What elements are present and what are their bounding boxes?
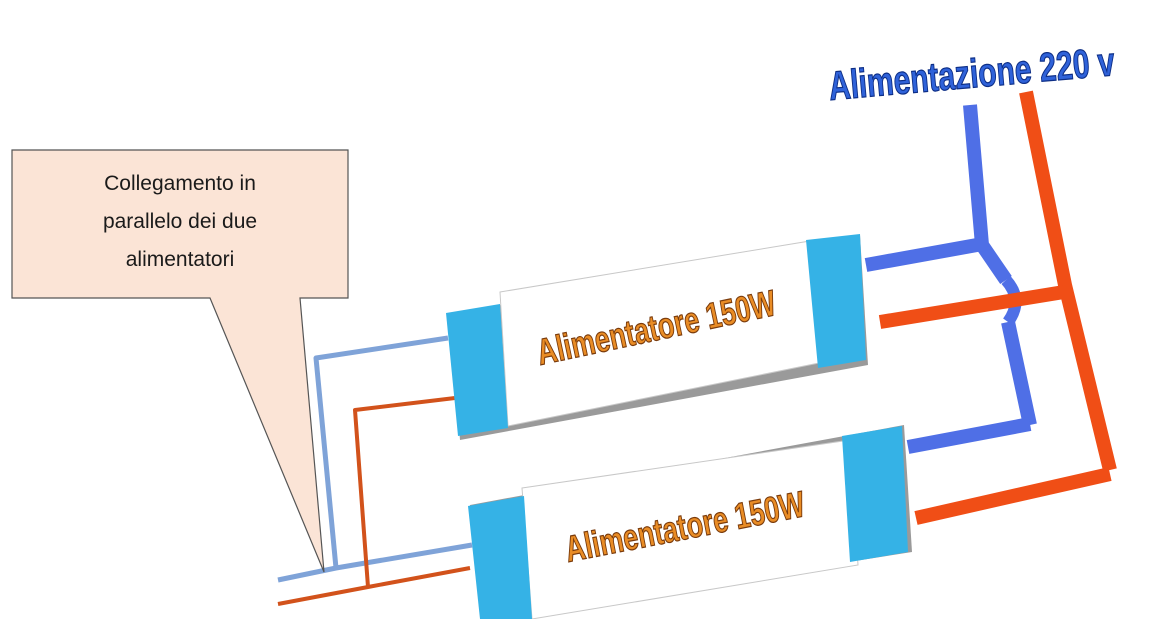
input-wires xyxy=(277,335,473,606)
phase-main-wire xyxy=(1019,90,1117,472)
supply-2-right-cap xyxy=(842,426,908,562)
input-red-wire xyxy=(277,396,471,606)
supply-1-output-wires xyxy=(864,236,1066,329)
power-supply-2: Alimentatore 150W xyxy=(468,425,912,619)
supply-1-blue-output xyxy=(864,236,990,272)
callout-line-2: parallelo dei due xyxy=(102,210,258,233)
supply-1-left-cap xyxy=(446,304,508,436)
power-supply-1: Alimentatore 150W xyxy=(446,234,868,440)
callout-line-3: alimentatori xyxy=(125,248,235,271)
supply-2-red-output xyxy=(914,467,1112,525)
input-blue-wire xyxy=(277,335,473,583)
supply-1-red-output xyxy=(878,285,1066,329)
supply-2-blue-output xyxy=(906,417,1032,454)
callout-line-1: Collegamento in xyxy=(104,172,256,195)
neutral-main-wire xyxy=(963,104,1037,427)
mains-wires xyxy=(963,90,1117,472)
callout-text: Collegamento in parallelo dei due alimen… xyxy=(12,165,348,279)
supply-2-left-cap xyxy=(468,496,532,619)
callout-bubble xyxy=(11,149,349,573)
supply-1-right-cap xyxy=(806,234,866,368)
supply-2-output-wires xyxy=(906,417,1112,525)
mains-label: Alimentazione 220 v xyxy=(827,39,1117,109)
